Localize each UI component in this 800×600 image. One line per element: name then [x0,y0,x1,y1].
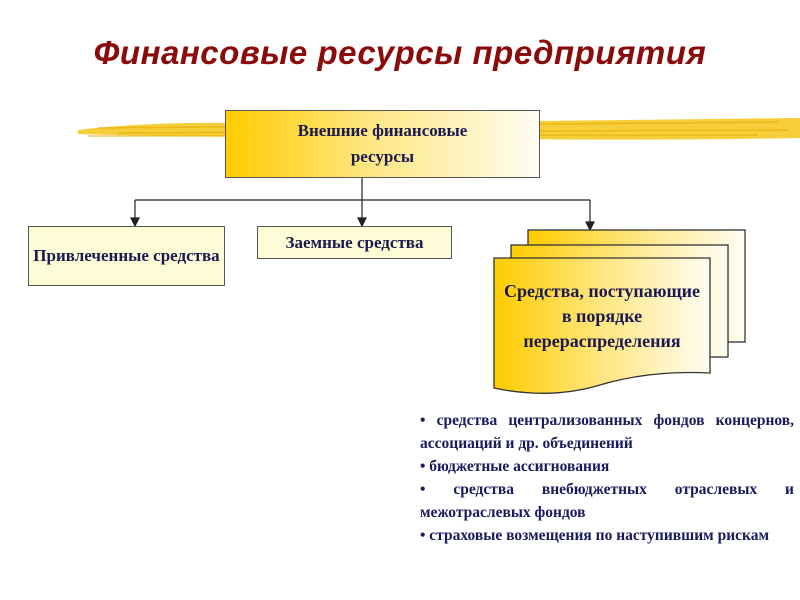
box-label: Привлеченные средства [33,246,220,265]
box-label: Заемные средства [285,232,424,252]
bullet-list: • средства централизованных фондов конце… [420,409,794,547]
bullet-item: • бюджетные ассигнования [420,458,610,475]
bullet-item: • средства внебюджетных отраслевых и меж… [420,481,794,521]
attracted-funds-box: Привлеченные средства [28,226,225,286]
external-resources-box: Внешние финансовые ресурсы [225,110,540,178]
box-label: Средства, поступающие в порядке перерасп… [503,280,701,351]
borrowed-funds-box: Заемные средства [257,226,452,259]
slide-title: Финансовые ресурсы предприятия [93,34,707,71]
redistribution-funds-box: Средства, поступающие в порядке перерасп… [494,262,710,370]
bullet-item: • средства централизованных фондов конце… [420,412,794,452]
bullet-item: • страховые возмещения по наступившим ри… [420,527,770,544]
document-stack [493,229,746,394]
box-label: Внешние финансовые ресурсы [297,121,468,166]
